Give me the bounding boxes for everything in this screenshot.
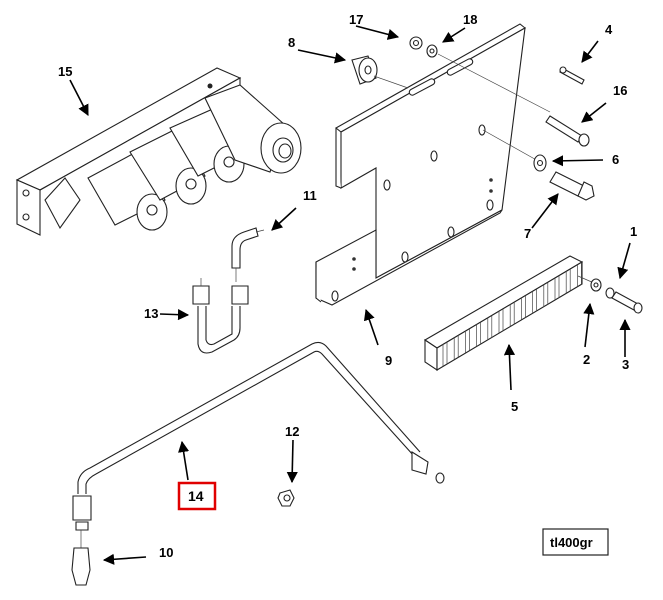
callout-6[interactable]: 6	[612, 152, 619, 167]
drawing-id-tag: tl400gr	[542, 528, 609, 556]
callout-4[interactable]: 4	[605, 22, 613, 37]
callout-1[interactable]: 1	[630, 224, 637, 239]
callout-7[interactable]: 7	[524, 226, 531, 241]
nut-and-washer-parts[interactable]	[409, 36, 551, 113]
terminal-rib	[577, 262, 582, 287]
callout-14: 14	[188, 488, 204, 504]
terminal-rib	[487, 315, 493, 340]
callout-18[interactable]: 18	[463, 12, 477, 27]
mounting-plate-part[interactable]	[315, 23, 526, 306]
callout-3[interactable]: 3	[622, 357, 629, 372]
terminal-rib	[465, 328, 470, 353]
spacer-part[interactable]	[351, 55, 409, 89]
u-tube-part[interactable]	[192, 278, 249, 354]
washer-and-bolt-parts[interactable]	[482, 129, 595, 201]
screw-washer-parts[interactable]	[590, 278, 643, 314]
drawing-id-text: tl400gr	[550, 535, 593, 550]
terminal-rib	[442, 342, 448, 366]
screw-part-16[interactable]	[545, 115, 590, 147]
callout-12[interactable]: 12	[285, 424, 299, 439]
callout-9[interactable]: 9	[385, 353, 392, 368]
callout-11[interactable]: 11	[303, 188, 317, 203]
callout-13[interactable]: 13	[144, 306, 158, 321]
callout-10[interactable]: 10	[159, 545, 173, 560]
terminal-strip-ribs	[442, 262, 582, 366]
callout-15[interactable]: 15	[58, 64, 72, 79]
terminal-rib	[509, 302, 515, 327]
elbow-fitting-part[interactable]	[231, 227, 265, 282]
callout-17[interactable]: 17	[349, 12, 363, 27]
callout-labels: 15 8 17 18 4 16 6 7 11 13 9 1 2 3 5 12 1…	[58, 12, 637, 560]
terminal-rib	[453, 335, 459, 360]
callout-5[interactable]: 5	[511, 399, 518, 414]
terminal-rib	[521, 295, 526, 320]
terminal-rib	[498, 309, 504, 333]
pin-part[interactable]	[559, 66, 585, 85]
callout-16[interactable]: 16	[613, 83, 627, 98]
callout-2[interactable]: 2	[583, 352, 590, 367]
callout-8[interactable]: 8	[288, 35, 295, 50]
terminal-rib	[543, 282, 549, 307]
long-tube-part[interactable]	[72, 341, 445, 531]
terminal-rib	[476, 322, 481, 347]
terminal-rib	[532, 289, 537, 314]
small-nut-part[interactable]	[277, 489, 295, 507]
highlight-box	[177, 481, 217, 511]
valve-manifold-part[interactable]	[15, 67, 302, 236]
terminal-rib	[565, 269, 571, 294]
terminal-rib	[554, 276, 560, 300]
terminal-strip-part[interactable]	[423, 255, 595, 372]
callout-arrows	[69, 25, 631, 565]
highlighted-callout-14[interactable]: 14	[177, 481, 217, 511]
fitting-part[interactable]	[71, 530, 91, 586]
